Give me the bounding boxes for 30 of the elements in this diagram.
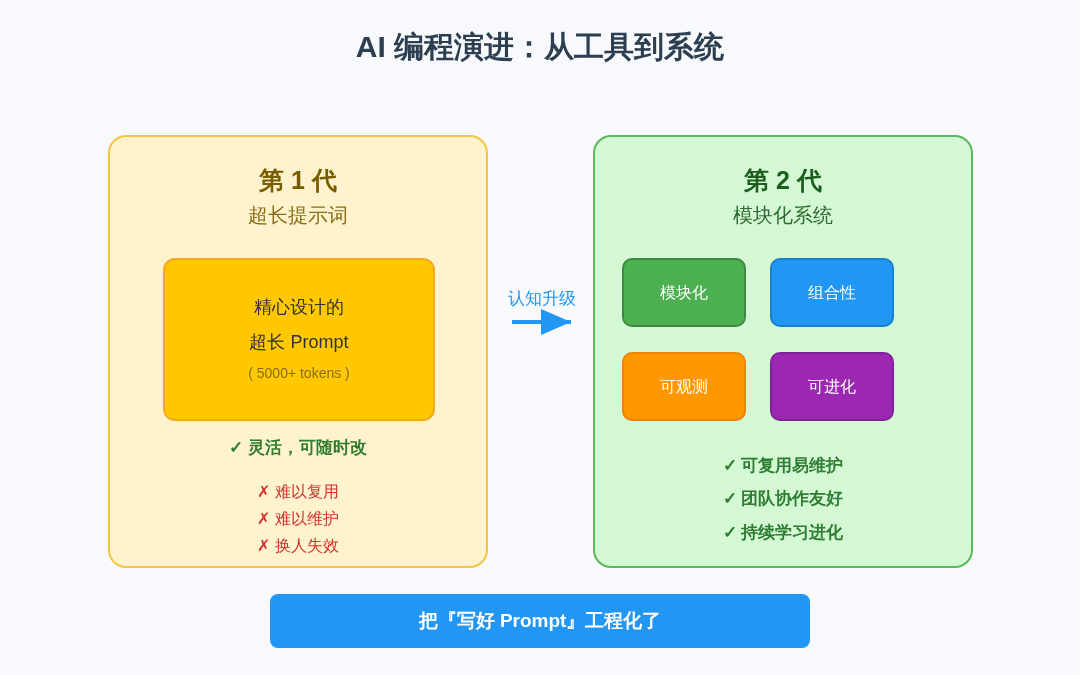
summary-banner — [270, 594, 810, 648]
pro-item: ✓ 可复用易维护 — [721, 455, 845, 477]
con-item: ✗ 难以维护 — [256, 509, 340, 529]
module-label: 组合性 — [808, 282, 856, 303]
pro-item: ✓ 灵活，可随时改 — [228, 437, 368, 459]
module-label: 模块化 — [660, 282, 708, 303]
module-box — [622, 258, 746, 327]
con-item: ✗ 难以复用 — [256, 482, 340, 502]
panel-subtitle: 超长提示词 — [247, 203, 349, 228]
prompt-text: 精心设计的 — [254, 296, 344, 319]
pro-item: ✓ 团队协作友好 — [721, 488, 845, 510]
prompt-box — [163, 258, 435, 421]
generation-panel — [108, 135, 488, 568]
banner-text: 把『写好 Prompt』工程化了 — [418, 609, 662, 633]
panel-subtitle: 模块化系统 — [732, 203, 834, 228]
panel-heading: 第 1 代 — [258, 165, 338, 196]
panel-heading: 第 2 代 — [743, 165, 823, 196]
generation-panel — [593, 135, 973, 568]
module-label: 可观测 — [660, 376, 708, 397]
module-box — [622, 352, 746, 421]
diagram-title: AI 编程演进：从工具到系统 — [354, 29, 726, 65]
module-label: 可进化 — [808, 376, 856, 397]
module-box — [770, 352, 894, 421]
module-box — [770, 258, 894, 327]
pro-item: ✓ 持续学习进化 — [721, 522, 845, 544]
prompt-text: 超长 Prompt — [249, 330, 349, 354]
token-note: ( 5000+ tokens ) — [248, 365, 350, 383]
con-item: ✗ 换人失效 — [256, 536, 340, 556]
edge-label: 认知升级 — [506, 288, 577, 310]
arrow — [512, 309, 571, 335]
